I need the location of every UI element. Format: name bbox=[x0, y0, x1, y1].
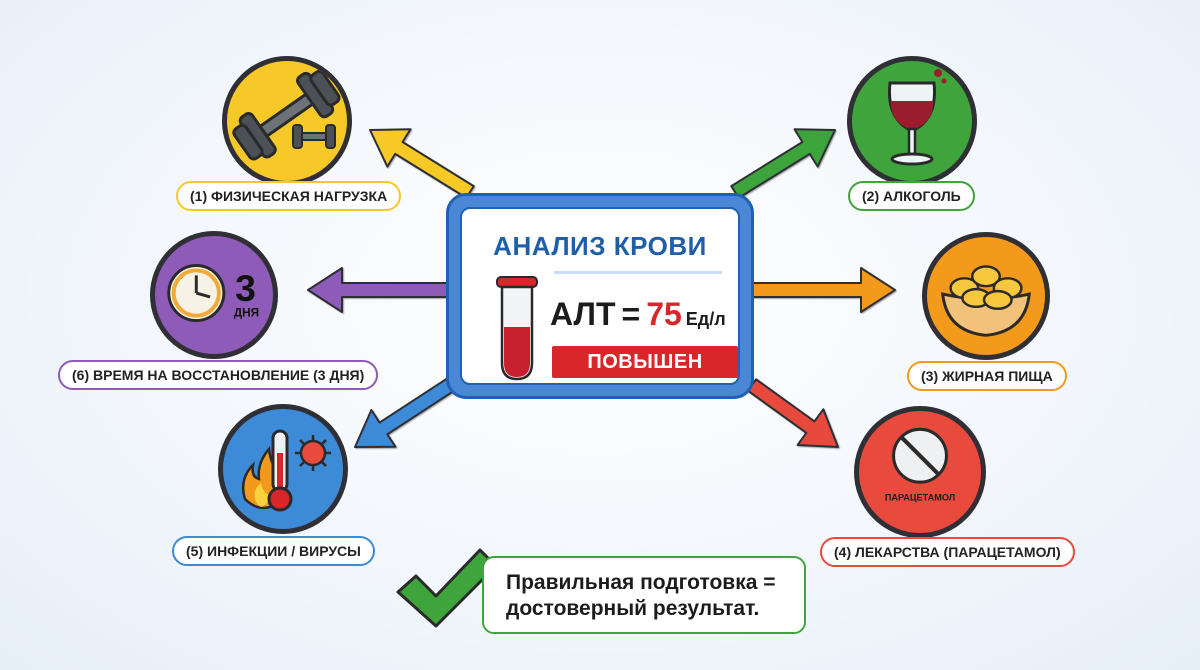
factor-3-label: (3) ЖИРНАЯ ПИЩА bbox=[907, 361, 1067, 391]
factor-2-circle bbox=[847, 56, 977, 186]
clock-days-number: 3 bbox=[235, 267, 256, 309]
clock-days-text: ДНЯ bbox=[234, 306, 259, 320]
footer-message: Правильная подготовка = достоверный резу… bbox=[482, 556, 806, 634]
arrow-to-factor-1 bbox=[369, 128, 475, 199]
clock-icon: 3 ДНЯ bbox=[167, 264, 259, 323]
factor-4-circle: ПАРАЦЕТАМОЛ bbox=[854, 406, 986, 538]
alt-label: АЛТ bbox=[550, 296, 616, 332]
arrow-to-factor-4 bbox=[746, 378, 839, 448]
factor-3-circle bbox=[922, 232, 1050, 360]
factor-6-circle: 3 ДНЯ bbox=[150, 231, 278, 359]
footer-line-2: достоверный результат. bbox=[506, 597, 760, 620]
pill-icon: ПАРАЦЕТАМОЛ bbox=[885, 427, 955, 502]
checkmark-icon bbox=[396, 548, 498, 628]
factor-6-label: (6) ВРЕМЯ НА ВОССТАНОВЛЕНИЕ (3 ДНЯ) bbox=[58, 360, 379, 390]
alt-unit: Ед/л bbox=[685, 309, 726, 329]
alt-equals: = bbox=[621, 296, 641, 332]
factor-4-label: (4) ЛЕКАРСТВА (ПАРАЦЕТАМОЛ) bbox=[820, 537, 1075, 567]
factor-1-label: (1) ФИЗИЧЕСКАЯ НАГРУЗКА bbox=[176, 181, 402, 211]
card-title: АНАЛИЗ КРОВИ bbox=[493, 231, 707, 261]
fried-food-icon bbox=[941, 265, 1031, 337]
footer-line-1: Правильная подготовка = bbox=[506, 571, 776, 594]
thermometer-virus-icon bbox=[242, 429, 331, 512]
test-tube-icon bbox=[496, 276, 538, 381]
wine-glass-icon bbox=[887, 69, 947, 166]
arrow-to-factor-6 bbox=[307, 267, 449, 313]
arrow-to-factor-3 bbox=[751, 267, 896, 313]
pill-text: ПАРАЦЕТАМОЛ bbox=[885, 492, 955, 502]
arrow-to-factor-2 bbox=[730, 128, 836, 199]
factor-5-circle bbox=[218, 404, 348, 534]
factor-2-label: (2) АЛКОГОЛЬ bbox=[848, 181, 975, 211]
arrow-to-factor-5 bbox=[354, 378, 455, 448]
dumbbell-icon bbox=[232, 69, 341, 161]
card-divider bbox=[554, 271, 722, 274]
alt-value: 75 bbox=[646, 296, 682, 332]
factor-1-circle bbox=[222, 56, 352, 186]
status-badge: ПОВЫШЕН bbox=[552, 346, 738, 378]
factor-5-label: (5) ИНФЕКЦИИ / ВИРУСЫ bbox=[172, 536, 375, 566]
